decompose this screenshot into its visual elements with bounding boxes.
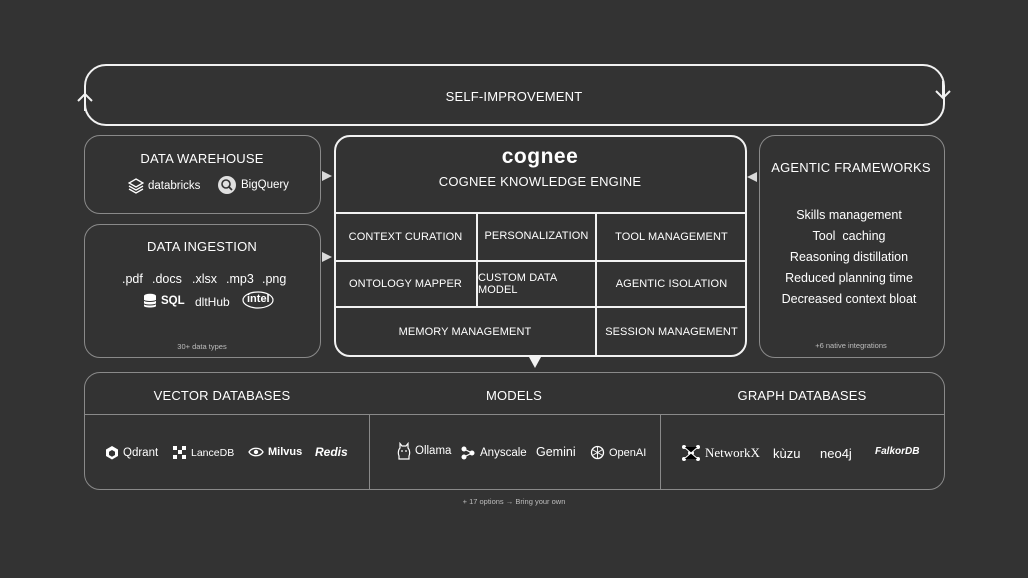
sql-label: SQL bbox=[161, 295, 185, 307]
dlthub-logo: dltHub bbox=[195, 295, 230, 309]
ollama-logo: Ollama bbox=[397, 442, 451, 460]
framework-item: Reasoning distillation bbox=[789, 250, 909, 264]
engine-down-arrow-icon bbox=[529, 357, 541, 368]
neo4j-label: neo4j bbox=[820, 446, 852, 461]
format-xlsx: .xlsx bbox=[192, 272, 217, 286]
networkx-label: NetworkX bbox=[705, 445, 760, 460]
memory-management-cell: MEMORY MANAGEMENT bbox=[335, 308, 597, 356]
lancedb-icon bbox=[173, 446, 186, 459]
agentic-frameworks-footnote: +6 native integrations bbox=[815, 341, 887, 350]
networkx-icon bbox=[682, 445, 700, 461]
bottom-footnote: + 17 options → Bring your own bbox=[462, 497, 566, 506]
format-pdf: .pdf bbox=[122, 272, 143, 286]
anyscale-label: Anyscale bbox=[480, 447, 527, 459]
data-ingestion-panel bbox=[84, 224, 321, 358]
neo4j-logo: neo4j bbox=[820, 446, 852, 461]
tool-management-cell: TOOL MANAGEMENT bbox=[597, 214, 746, 262]
redis-logo: Redis bbox=[315, 445, 348, 459]
cognee-brand: cognee bbox=[501, 145, 579, 168]
framework-item: Tool caching bbox=[812, 229, 886, 243]
milvus-icon bbox=[248, 447, 264, 457]
bottom-divider-right bbox=[660, 415, 661, 489]
engine-title: COGNEE KNOWLEDGE ENGINE bbox=[438, 174, 642, 189]
session-management-cell: SESSION MANAGEMENT bbox=[605, 326, 738, 338]
format-docs: .docs bbox=[152, 272, 182, 286]
gemini-logo: Gemini bbox=[536, 445, 576, 459]
anyscale-icon bbox=[461, 446, 475, 460]
framework-item: Decreased context bloat bbox=[781, 292, 917, 306]
bottom-header-divider bbox=[85, 414, 944, 415]
ollama-icon bbox=[397, 442, 411, 460]
context-curation-cell: CONTEXT CURATION bbox=[335, 214, 478, 262]
personalization-cell: PERSONALIZATION bbox=[478, 214, 597, 262]
warehouse-arrow-icon bbox=[322, 171, 332, 181]
milvus-label: Milvus bbox=[268, 446, 303, 458]
redis-label: Redis bbox=[315, 445, 348, 459]
agentic-frameworks-title: AGENTIC FRAMEWORKS bbox=[771, 160, 931, 175]
storage-models-panel bbox=[84, 372, 945, 490]
qdrant-logo: Qdrant bbox=[105, 445, 158, 460]
lancedb-label: LanceDB bbox=[191, 446, 235, 459]
framework-item: Skills management bbox=[796, 208, 902, 222]
data-ingestion-footnote: 30+ data types bbox=[177, 342, 227, 351]
qdrant-icon bbox=[106, 446, 118, 460]
format-png: .png bbox=[262, 272, 287, 286]
bigquery-icon bbox=[218, 176, 236, 194]
agentic-isolation-cell: AGENTIC ISOLATION bbox=[597, 262, 746, 308]
kuzu-logo: kùzu bbox=[773, 446, 800, 461]
framework-item: Reduced planning time bbox=[785, 271, 913, 285]
graph-databases-title: GRAPH DATABASES bbox=[737, 388, 867, 403]
database-icon bbox=[143, 293, 157, 308]
agentic-frameworks-panel bbox=[759, 135, 945, 358]
data-ingestion-title: DATA INGESTION bbox=[147, 239, 257, 254]
anyscale-logo: Anyscale bbox=[460, 445, 527, 461]
networkx-logo: NetworkX bbox=[681, 444, 760, 462]
gemini-label: Gemini bbox=[536, 445, 576, 459]
openai-logo: OpenAI bbox=[590, 445, 646, 460]
lancedb-logo: LanceDB bbox=[172, 445, 234, 460]
openai-icon bbox=[590, 445, 605, 460]
self-improvement-label: SELF-IMPROVEMENT bbox=[445, 89, 583, 104]
dlthub-label: dltHub bbox=[195, 295, 230, 309]
custom-data-model-cell: CUSTOM DATA MODEL bbox=[478, 262, 597, 308]
frameworks-arrow-icon bbox=[747, 172, 757, 182]
falkordb-label: FalkorDB bbox=[875, 446, 920, 457]
bigquery-label: BigQuery bbox=[241, 179, 289, 191]
engine-panel bbox=[334, 135, 747, 357]
intel-label: intel bbox=[247, 293, 270, 305]
qdrant-label: Qdrant bbox=[123, 446, 159, 459]
openai-label: OpenAI bbox=[609, 446, 647, 459]
falkordb-logo: FalkorDB bbox=[875, 446, 919, 457]
vector-databases-title: VECTOR DATABASES bbox=[153, 388, 291, 403]
ingestion-arrow-icon bbox=[322, 252, 332, 262]
engine-grid-top-border bbox=[335, 212, 746, 214]
milvus-logo: Milvus bbox=[248, 446, 302, 458]
databricks-label: databricks bbox=[148, 180, 201, 192]
intel-logo: intel bbox=[242, 291, 274, 309]
bigquery-logo: BigQuery bbox=[217, 175, 289, 195]
kuzu-label: kùzu bbox=[773, 446, 801, 461]
databricks-icon bbox=[128, 178, 144, 194]
intel-ring-icon bbox=[242, 291, 274, 309]
databricks-logo: databricks bbox=[128, 178, 200, 194]
data-warehouse-title: DATA WAREHOUSE bbox=[140, 151, 264, 166]
models-title: MODELS bbox=[485, 388, 543, 403]
loop-arrow-up-icon bbox=[77, 92, 93, 111]
loop-arrow-down-icon bbox=[935, 81, 951, 100]
format-mp3: .mp3 bbox=[226, 272, 254, 286]
ontology-mapper-cell: ONTOLOGY MAPPER bbox=[335, 262, 478, 308]
bottom-divider-left bbox=[369, 415, 370, 489]
data-warehouse-panel bbox=[84, 135, 321, 214]
sql-logo: SQL bbox=[143, 293, 185, 309]
ollama-label: Ollama bbox=[415, 445, 452, 457]
